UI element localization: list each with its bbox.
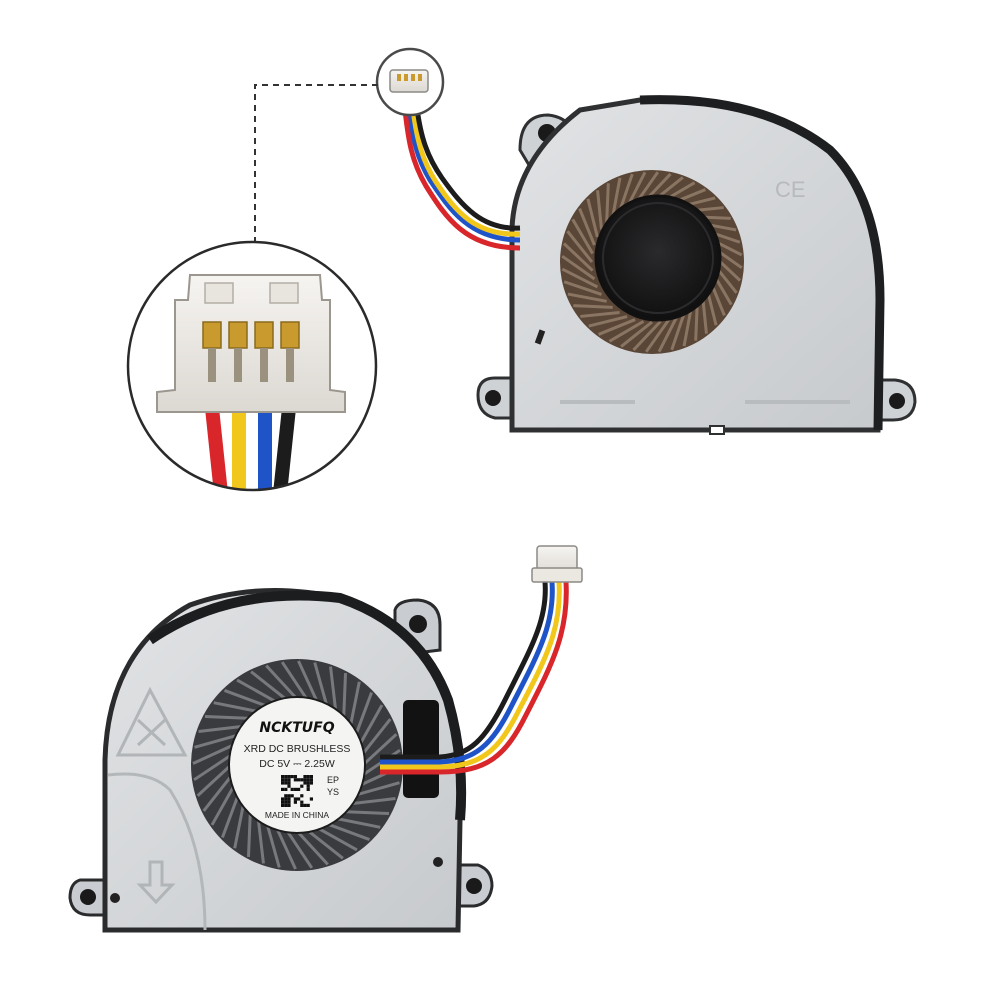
wire-blue <box>258 408 272 490</box>
connector-pins <box>202 321 300 382</box>
airflow-arrow-icon <box>136 860 176 905</box>
cable-bottom <box>380 581 569 775</box>
fan-bottom-view: NCKTUFQ XRD DC BRUSHLESS DC 5V ⎓ 2.25W E… <box>68 588 494 933</box>
impeller-blades <box>561 171 743 353</box>
wire-red <box>205 407 230 490</box>
fan-hub <box>594 194 722 322</box>
screw <box>110 893 120 903</box>
screw <box>433 857 443 867</box>
warning-triangle-icon <box>115 686 188 757</box>
connector-housing <box>156 274 346 413</box>
wire-black <box>271 407 296 490</box>
fan-top-view: CE <box>476 95 917 435</box>
cable-top <box>401 99 521 251</box>
callout-leader-line <box>254 84 378 242</box>
connector-bottom <box>531 545 583 583</box>
motor-label-sticker <box>228 696 366 834</box>
qr-code <box>281 775 313 807</box>
impeller-blades-rear <box>192 660 402 870</box>
sticker-line2: DC 5V ⎓ 2.25W <box>259 758 335 770</box>
sticker-origin: MADE IN CHINA <box>265 810 330 820</box>
ce-mark: CE <box>775 177 806 202</box>
sticker-brand: NCKTUFQ <box>259 720 334 736</box>
sticker-code1: EP <box>327 775 339 785</box>
connector-zoom <box>126 240 378 492</box>
sticker-code2: YS <box>327 787 339 797</box>
cable-tape <box>403 700 439 798</box>
wire-yellow <box>232 408 246 490</box>
sticker-line1: XRD DC BRUSHLESS <box>244 743 351 755</box>
